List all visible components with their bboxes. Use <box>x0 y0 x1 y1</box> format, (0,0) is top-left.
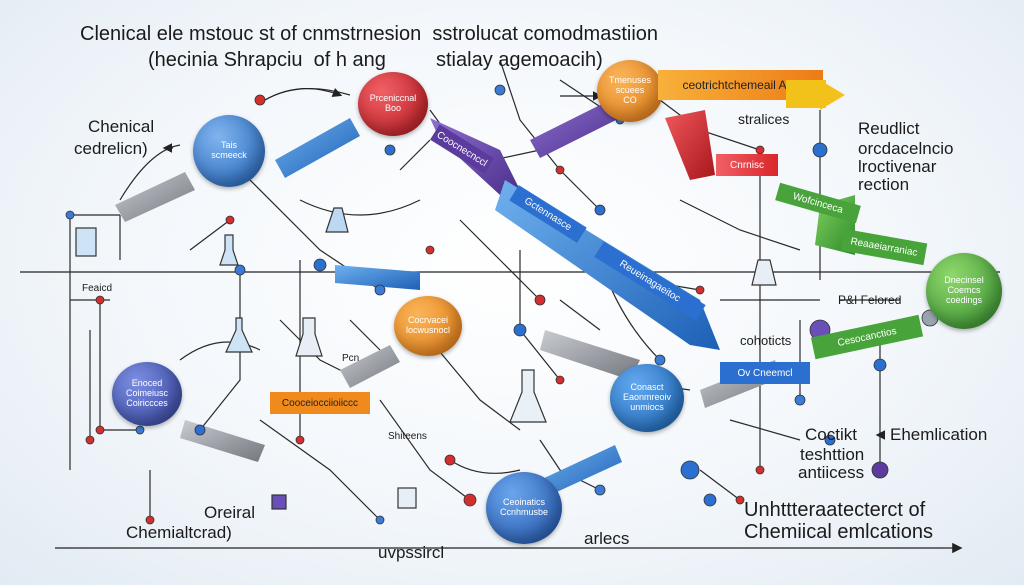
gray-arrow-3 <box>180 420 265 462</box>
gray-arrow-4 <box>340 345 400 388</box>
node-label: Ceoinatics Ccnhmusbe <box>499 497 549 517</box>
node-label: Tais scmeeck <box>211 140 247 160</box>
beaker-icon <box>397 487 417 509</box>
blue-arrow-1 <box>275 118 360 178</box>
label-cohoticts: cohoticts <box>740 333 792 348</box>
diagram-title-line1: Clenical ele mstouc st of cnmstrnesion s… <box>80 23 659 45</box>
orange-box-label: Cooceiocciioiiccc <box>270 392 370 414</box>
label-cedrelien: cedrelicn) <box>74 139 148 158</box>
label-coctikt: Coctikt <box>805 425 857 444</box>
label-sheiteens: Shiteens <box>388 431 427 442</box>
flask-icon <box>225 317 253 353</box>
thin-arrows <box>162 87 886 440</box>
node-circle-orange-middle: Cocrvacei locwusnocl <box>394 296 462 356</box>
node-label: Conasct Eaonmreoiv unmiocs <box>622 382 672 412</box>
beaker-icon <box>271 494 287 510</box>
flask-icon <box>295 317 323 357</box>
label-stralices: stralices <box>738 111 790 127</box>
label-teshttion: teshttion <box>800 445 865 464</box>
beaker-icon <box>75 227 97 257</box>
label-pf-relored: P&I Felored <box>838 293 902 307</box>
diagram-title-line2b: stialay agemoacih) <box>436 49 603 71</box>
label-reudlict: Reudlict <box>858 119 920 138</box>
label-chemical-emications: Chemiical emlcations <box>744 521 933 543</box>
gray-arrow-1 <box>115 172 195 222</box>
node-circle-blue-left: Tais scmeeck <box>193 115 265 187</box>
node-label: Cocrvacei locwusnocl <box>405 315 451 335</box>
glassware <box>75 207 777 510</box>
label-foo: Pcn <box>342 353 360 364</box>
blue-mid-label: Ov Cneemcl <box>720 362 810 384</box>
flask-icon <box>751 259 777 286</box>
node-circle-blue-bottom: Ceoinatics Ccnhmusbe <box>486 472 562 544</box>
label-oreiral: Oreiral <box>204 503 256 522</box>
flask-icon <box>325 207 349 233</box>
label-chemical: Chenical <box>88 117 155 136</box>
flask-icon <box>219 234 239 266</box>
blue-arrow-2 <box>335 265 420 290</box>
red-short-label: Cnrnisc <box>716 154 778 176</box>
diagram-title-line2: (hecinia Shrapciu of h ang <box>148 49 386 71</box>
label-lealcd: Feaicd <box>82 283 113 294</box>
blue-arrow-3 <box>540 445 622 496</box>
label-right-line4: rection <box>858 175 910 194</box>
label-ehemlication: Ehemlication <box>890 425 988 444</box>
node-circle-green: Dnecinsel Coemcs coedings <box>926 253 1002 329</box>
gray-arrow-2 <box>540 330 640 380</box>
label-chemialtcrad: Chemialtcrad) <box>126 523 232 542</box>
node-circle-red: Prceniccnal Boo <box>358 72 428 136</box>
label-arlecs: arlecs <box>584 529 630 548</box>
yellow-bar <box>786 80 826 108</box>
label-antiicess: antiicess <box>798 463 865 482</box>
node-label: Dnecinsel Coemcs coedings <box>944 275 984 305</box>
node-circle-blue-center: Conasct Eaonmreoiv unmiocs <box>610 364 684 432</box>
purple-arrow-2 <box>530 100 620 158</box>
red-arrow <box>665 110 715 180</box>
connector-lines <box>69 59 900 521</box>
node-circle-blue-lower-left: Enoced Coimeiusc Coiriccces <box>112 362 182 426</box>
flask-icon <box>509 369 547 423</box>
node-label: Enoced Coimeiusc Coiriccces <box>125 378 168 408</box>
node-label: Prceniccnal Boo <box>369 93 417 113</box>
label-right-line2: orcdacelncio <box>858 139 954 158</box>
label-uvpssircl: uvpssircl <box>378 543 445 562</box>
node-circle-orange-top: Tmenuses scuees CO <box>597 60 663 122</box>
yellow-arrow <box>820 80 845 110</box>
label-unhttier: Unhttteraatecterct of <box>744 499 926 521</box>
node-label: Tmenuses scuees CO <box>608 75 652 105</box>
label-right-line3: lroctivenar <box>858 157 937 176</box>
